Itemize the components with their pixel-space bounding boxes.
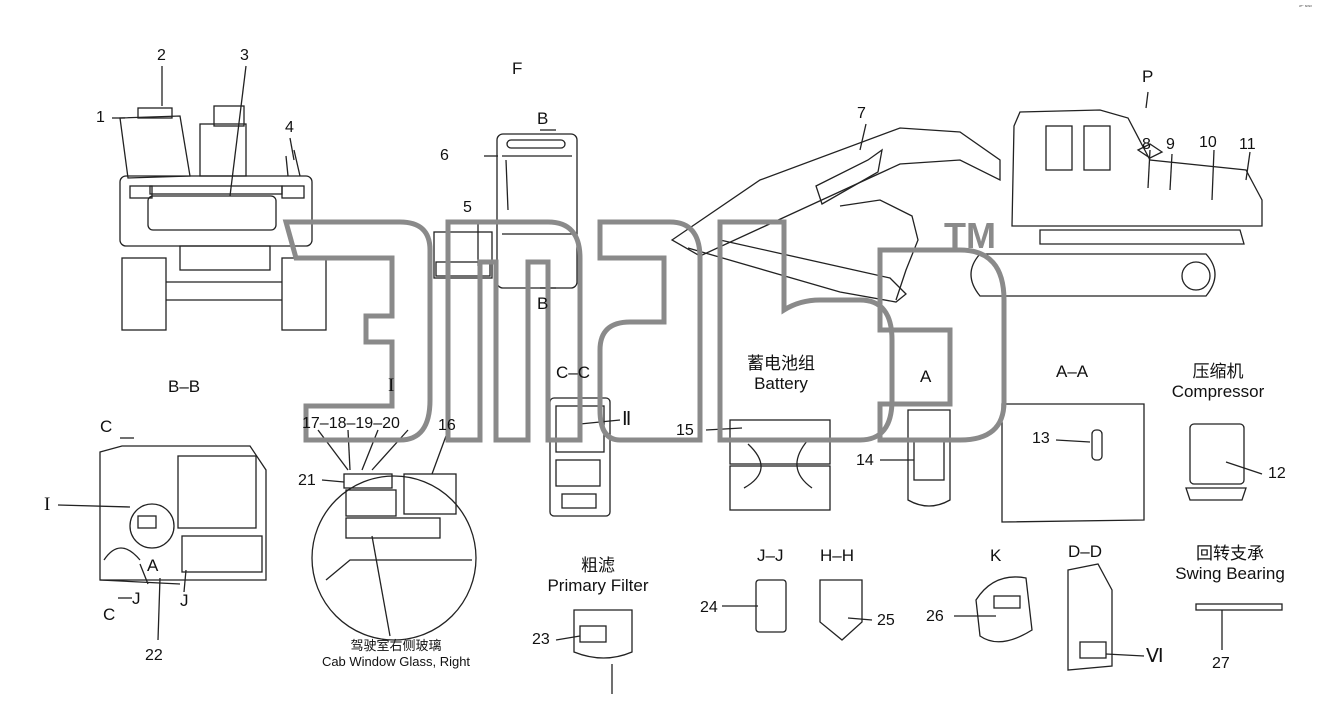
cab-front-view — [433, 129, 578, 289]
view-label-f: F — [512, 59, 523, 78]
caption-battery-cn: 蓄电池组 — [747, 354, 815, 373]
view-label-i-left: I — [44, 494, 51, 515]
view-label-a-cab: A — [147, 556, 159, 575]
swing-bearing-view — [1195, 603, 1283, 650]
caption-filter-en: Primary Filter — [547, 576, 649, 596]
callout-15: 15 — [676, 422, 694, 439]
callout-24: 24 — [700, 599, 718, 616]
caption-compressor-cn: 压缩机 — [1192, 362, 1244, 381]
view-label-c-top: C — [100, 417, 113, 436]
callout-9: 9 — [1166, 136, 1175, 153]
corner-mark: ʷᵔ ˢᵒˢᵒ — [1299, 4, 1312, 10]
cab-side-view — [57, 437, 267, 641]
callout-21: 21 — [298, 472, 316, 489]
callout-25: 25 — [877, 612, 895, 629]
caption-swing-bearing: 回转支承 Swing Bearing — [1166, 544, 1294, 585]
callout-10: 10 — [1199, 134, 1217, 151]
callout-26: 26 — [926, 608, 944, 625]
callout-6: 6 — [440, 147, 449, 164]
caption-battery-en: Battery — [754, 374, 808, 394]
view-label-j-j: J–J — [757, 546, 784, 565]
caption-compressor-en: Compressor — [1171, 382, 1265, 402]
j-j-view — [722, 579, 787, 633]
callout-8: 8 — [1142, 136, 1151, 153]
callout-4: 4 — [285, 119, 294, 136]
view-label-i: I — [388, 375, 395, 396]
view-label-ii: Ⅱ — [622, 409, 632, 430]
view-label-b-bottom: B — [537, 294, 549, 313]
callout-7: 7 — [857, 105, 866, 122]
callout-16: 16 — [438, 417, 456, 434]
view-label-c-bottom: C — [103, 605, 116, 624]
callout-13: 13 — [1032, 430, 1050, 447]
view-label-c-c: C–C — [556, 363, 591, 382]
caption-cab-glass-en: Cab Window Glass, Right — [321, 654, 471, 670]
caption-filter-cn: 粗滤 — [581, 556, 615, 575]
caption-compressor: 压缩机 Compressor — [1160, 362, 1276, 403]
h-h-view — [819, 579, 873, 641]
rear-view-machine — [112, 65, 327, 331]
side-view-machine — [670, 91, 1263, 303]
callout-5: 5 — [463, 199, 472, 216]
view-label-k: K — [990, 546, 1002, 565]
d-d-view — [1067, 563, 1145, 671]
caption-cab-window-glass: 驾驶室右侧玻璃 Cab Window Glass, Right — [314, 638, 478, 671]
caption-cab-glass-cn: 驾驶室右侧玻璃 — [350, 638, 442, 653]
callout-14: 14 — [856, 452, 874, 469]
caption-primary-filter: 粗滤 Primary Filter — [534, 556, 662, 597]
k-view — [954, 576, 1033, 643]
callout-1: 1 — [96, 109, 105, 126]
view-label-p: P — [1142, 67, 1154, 86]
view-label-d-d: D–D — [1068, 542, 1103, 561]
callout-27: 27 — [1212, 655, 1230, 672]
a-a-view — [1001, 403, 1145, 523]
detail-I-glass — [311, 429, 477, 641]
view-label-a-a: A–A — [1056, 362, 1089, 381]
callout-11: 11 — [1239, 136, 1256, 153]
watermark-tm: TM — [944, 215, 996, 256]
view-label-j2: J — [180, 591, 189, 610]
caption-swing-en: Swing Bearing — [1175, 564, 1285, 584]
callout-22: 22 — [145, 647, 163, 664]
callout-12: 12 — [1268, 465, 1286, 482]
caption-battery: 蓄电池组 Battery — [738, 354, 824, 395]
view-label-b-top: B — [537, 109, 549, 128]
caption-swing-cn: 回转支承 — [1196, 544, 1264, 563]
filter-view — [555, 609, 633, 694]
callout-17-20: 17–18–19–20 — [302, 415, 400, 432]
view-label-b-b: B–B — [168, 377, 201, 396]
view-label-j1: J — [132, 589, 141, 608]
view-label-vi: Ⅵ — [1146, 646, 1164, 667]
compressor-view — [1185, 423, 1263, 501]
view-label-a: A — [920, 367, 932, 386]
callout-23: 23 — [532, 631, 550, 648]
callout-2: 2 — [157, 47, 166, 64]
callout-3: 3 — [240, 47, 249, 64]
view-label-h-h: H–H — [820, 546, 855, 565]
